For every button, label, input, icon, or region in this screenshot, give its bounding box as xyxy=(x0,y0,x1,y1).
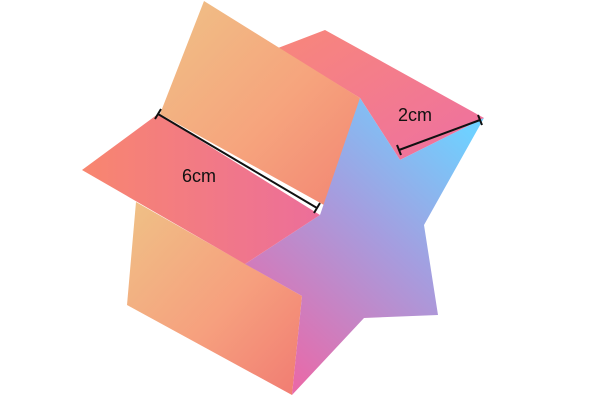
width-dimension-line xyxy=(398,119,481,151)
length-dimension-line xyxy=(157,113,318,209)
upright-face xyxy=(160,1,360,210)
width-dimension-label: 2cm xyxy=(398,105,432,125)
length-dimension-tick-end xyxy=(313,202,321,214)
flap-strip xyxy=(82,114,320,264)
length-dimension-tick-start xyxy=(154,108,162,120)
back-face xyxy=(278,30,484,160)
width-dimension-tick-start xyxy=(396,144,402,156)
length-dimension-label: 6cm xyxy=(182,166,216,186)
lower-face xyxy=(127,202,302,395)
star-face xyxy=(245,98,484,395)
width-dimension-tick-end xyxy=(477,114,483,126)
